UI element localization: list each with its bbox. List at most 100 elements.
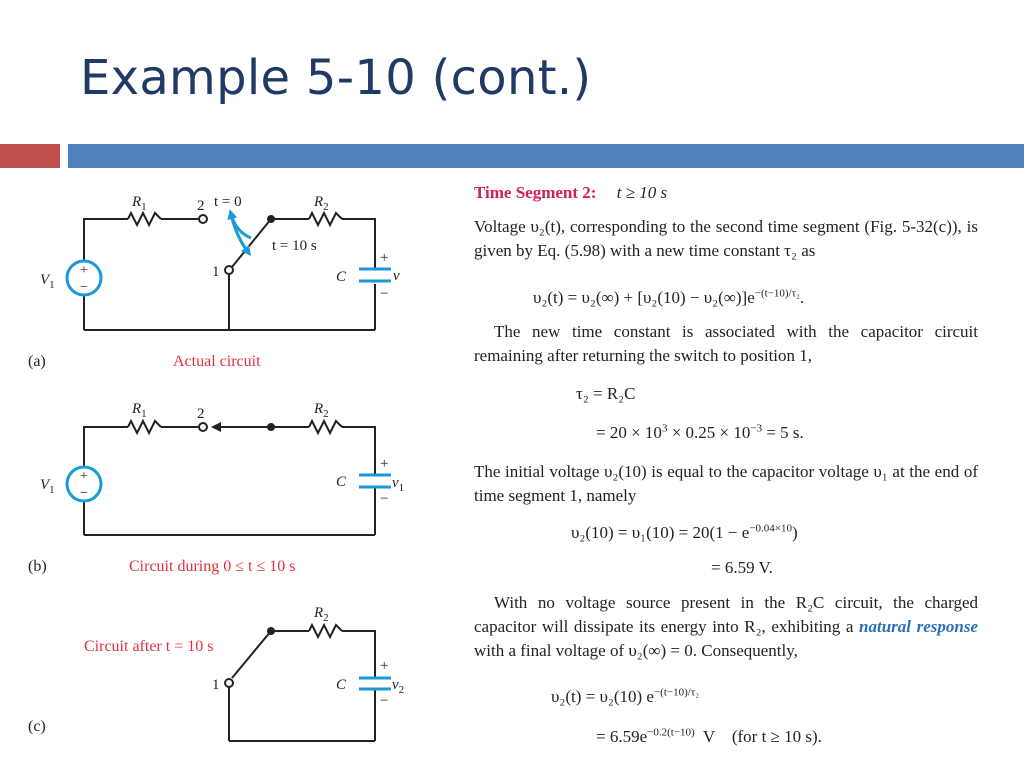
wire: [342, 630, 376, 677]
voltage-source-v1: [65, 465, 103, 503]
figure-b-tag: (b): [28, 558, 47, 575]
equation-2-part-c: = 5 s.: [762, 423, 804, 442]
label-r2: R: [313, 194, 323, 210]
equation-1-exponent: −(t−10)/τ₂: [754, 287, 800, 300]
label-r1-sub: 1: [141, 201, 147, 213]
label-voltage: v: [392, 475, 399, 491]
switch-pivot: [267, 215, 275, 223]
paragraph-4: With no voltage source present in the R₂…: [474, 591, 978, 663]
switch-blade: [231, 630, 272, 679]
svg-text:R1: R1: [131, 194, 147, 213]
svg-text:v2: v2: [392, 677, 404, 696]
switch-terminal-2: [198, 214, 208, 224]
equation-3-line-1: υ₂(10) = υ₁(10) = 20(1 − e−0.04×10): [571, 521, 798, 545]
figure-b: [83, 418, 391, 536]
label-r2: R: [313, 605, 323, 621]
wire: [342, 426, 376, 474]
resistor-r1: [127, 418, 162, 436]
paragraph-1: Voltage υ₂(t), corresponding to the seco…: [474, 217, 978, 260]
svg-text:R2: R2: [313, 401, 329, 420]
label-switch-open-time: t = 0: [214, 194, 242, 210]
switch-blade: [231, 218, 272, 268]
resistor-r2: [308, 210, 343, 228]
switch-pivot: [267, 423, 275, 431]
label-minus: −: [380, 286, 388, 302]
equation-3-line-2: = 6.59 V.: [711, 558, 773, 577]
wire: [83, 426, 128, 467]
svg-text:V1: V1: [40, 477, 55, 496]
switch-pivot: [267, 627, 275, 635]
equation-2-part-b: × 0.25 × 10: [667, 423, 751, 442]
label-r2-sub: 2: [323, 612, 329, 624]
switch-close-arrow: [229, 213, 251, 257]
switch-terminal-2: [198, 422, 208, 432]
label-voltage: v: [392, 677, 399, 693]
source-minus-sign: −: [80, 486, 88, 501]
segment-heading: Time Segment 2: t ≥ 10 s: [474, 181, 667, 205]
equation-1-end: .: [799, 288, 805, 307]
slide-title: Example 5-10 (cont.): [80, 50, 592, 106]
switch-terminal-1: [224, 678, 234, 688]
equation-4-line-2-part-a: = 6.59e: [596, 727, 648, 746]
label-plus: +: [380, 658, 388, 674]
label-capacitor: C: [336, 677, 347, 693]
figure-b-caption: Circuit during 0 ≤ t ≤ 10 s: [129, 558, 295, 575]
label-r1-sub: 1: [141, 408, 147, 420]
svg-text:R2: R2: [313, 194, 329, 213]
equation-2-exponent-2: −3: [750, 422, 763, 435]
label-r2-sub: 2: [323, 201, 329, 213]
equation-3-part-b: ): [791, 523, 798, 542]
segment-heading-label: Time Segment 2:: [474, 183, 597, 202]
label-plus: +: [380, 250, 388, 266]
equation-4-exponent: −(t−10)/τ₂: [653, 686, 700, 699]
label-r1: R: [131, 194, 141, 210]
figure-c: [228, 622, 391, 742]
label-switch-close-time: t = 10 s: [272, 238, 317, 254]
switch-terminal-1: [224, 265, 234, 275]
circuit-figures: + − R1 R2 V1 2 1 t = 0 t = 10 s C + v − …: [28, 194, 404, 742]
resistor-r1: [127, 210, 162, 228]
label-v1: V: [40, 272, 51, 288]
source-plus-sign: +: [80, 469, 88, 484]
header-divider-bar: [68, 144, 1024, 168]
equation-3-part-a: υ₂(10) = υ₁(10) = 20(1 − e: [571, 523, 750, 542]
source-plus-sign: +: [80, 263, 88, 278]
figure-a-tag: (a): [28, 353, 46, 370]
paragraph-3: The initial voltage υ₂(10) is equal to t…: [474, 462, 978, 505]
label-r2-sub: 2: [323, 408, 329, 420]
header-accent-bar: [0, 144, 60, 168]
label-node-1: 1: [212, 677, 220, 693]
label-r1: R: [131, 401, 141, 417]
label-capacitor: C: [336, 474, 347, 490]
label-node-1: 1: [212, 264, 220, 280]
source-minus-sign: −: [80, 280, 88, 295]
figure-c-tag: (c): [28, 718, 46, 735]
label-voltage: v: [393, 268, 400, 284]
label-voltage-sub: 2: [399, 684, 405, 696]
voltage-source-v1: [65, 259, 103, 297]
equation-2-line-1: τ₂ = R₂C: [576, 384, 636, 403]
equation-4-line-2-exponent: −0.2(t−10): [647, 726, 695, 739]
equation-2-line-2: = 20 × 103 × 0.25 × 10−3 = 5 s.: [596, 421, 804, 445]
label-v1-sub: 1: [49, 484, 55, 496]
figure-c-caption: Circuit after t = 10 s: [84, 638, 213, 655]
equation-1: υ₂(t) = υ₂(∞) + [υ₂(10) − υ₂(∞)]e−(t−10)…: [533, 286, 804, 310]
figure-a: [83, 210, 391, 331]
segment-heading-condition: t ≥ 10 s: [616, 183, 668, 202]
equation-3-exponent: −0.04×10: [749, 522, 792, 535]
label-v1: V: [40, 477, 51, 493]
equation-4-line-1: υ₂(t) = υ₂(10) e−(t−10)/τ₂: [551, 685, 699, 709]
svg-text:v1: v1: [392, 475, 404, 494]
paragraph-2: The new time constant is associated with…: [474, 322, 978, 365]
equation-2-part-a: = 20 × 10: [596, 423, 662, 442]
equation-2-exponent-1: 3: [661, 422, 668, 435]
label-r2: R: [313, 401, 323, 417]
label-v1-sub: 1: [49, 279, 55, 291]
svg-text:R2: R2: [313, 605, 329, 624]
label-voltage-sub: 1: [399, 482, 405, 494]
svg-text:V1: V1: [40, 272, 55, 291]
label-node-2: 2: [197, 406, 205, 422]
equation-4-line-2: = 6.59e−0.2(t−10) V (for t ≥ 10 s).: [596, 725, 822, 749]
svg-text:R1: R1: [131, 401, 147, 420]
label-capacitor: C: [336, 269, 347, 285]
